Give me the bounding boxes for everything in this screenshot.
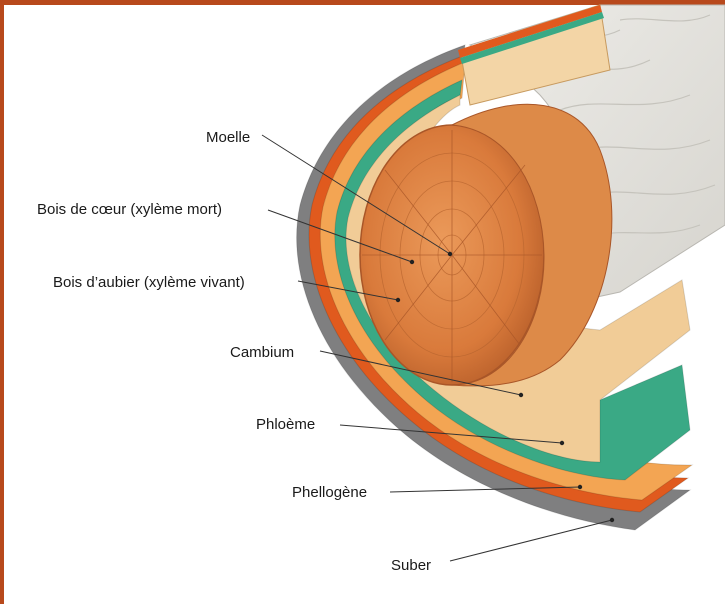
label-cambium: Cambium (230, 344, 294, 361)
label-moelle: Moelle (206, 129, 250, 146)
label-suber: Suber (391, 557, 431, 574)
label-phellogene: Phellogène (292, 484, 367, 501)
label-bois-de-coeur: Bois de cœur (xylème mort) (37, 201, 222, 218)
leader-suber (450, 520, 612, 561)
label-phloeme: Phloème (256, 416, 315, 433)
label-bois-aubier: Bois d’aubier (xylème vivant) (53, 274, 245, 291)
